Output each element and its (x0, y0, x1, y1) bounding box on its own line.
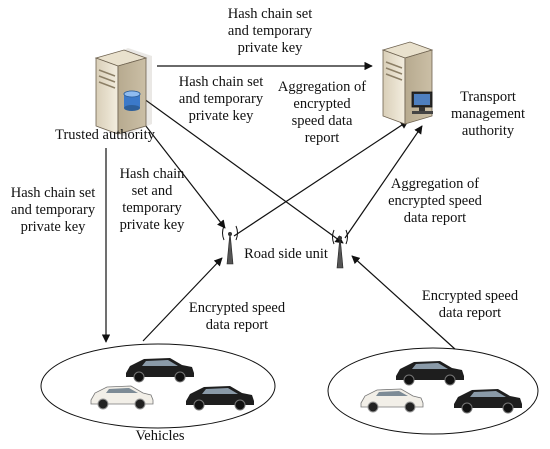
car-icon (360, 388, 424, 413)
label-vehicles-right-to-rsu: Encrypted speed data report (421, 288, 519, 321)
car-icon (90, 385, 154, 410)
arrow-rsu-right-to-tma (344, 125, 423, 239)
vehicles-group-right (327, 347, 539, 435)
arrow-ta-to-rsu-left (134, 111, 226, 229)
arrow-rsu-left-to-tma (233, 120, 409, 237)
arrow-vehicles-to-rsu-left (142, 257, 223, 342)
car-icon (126, 358, 194, 383)
car-icon (396, 361, 464, 386)
label-ta-to-rsu-left: Hash chain set and temporary private key (119, 166, 185, 233)
rsu-right-antenna-icon (332, 229, 348, 269)
trusted-authority-server-icon (94, 48, 152, 136)
label-ta-to-vehicles: Hash chain set and temporary private key (10, 185, 96, 235)
rsu-left-antenna-icon (222, 225, 238, 265)
label-vehicles-left-to-rsu: Encrypted speed data report (188, 300, 286, 333)
arrow-vehicles-to-rsu-right (351, 255, 457, 351)
vehicles-label: Vehicles (135, 428, 185, 444)
car-icon (186, 386, 254, 411)
road-side-unit-label: Road side unit (244, 246, 328, 262)
trusted-authority-label: Trusted authority (55, 127, 155, 143)
arrow-ta-to-rsu-right (139, 95, 344, 244)
label-rsu-left-to-tma: Aggregation of encrypted speed data repo… (277, 79, 367, 146)
vehicles-group-left (40, 343, 276, 429)
label-ta-to-tma: Hash chain set and temporary private key (227, 6, 313, 56)
transport-authority-server-icon (381, 41, 434, 125)
arrows (101, 61, 457, 351)
label-ta-to-rsu-right: Hash chain set and temporary private key (178, 74, 264, 124)
transport-authority-label: Transport management authority (450, 89, 526, 139)
label-rsu-right-to-tma: Aggregation of encrypted speed data repo… (388, 176, 482, 226)
car-icon (454, 389, 522, 414)
